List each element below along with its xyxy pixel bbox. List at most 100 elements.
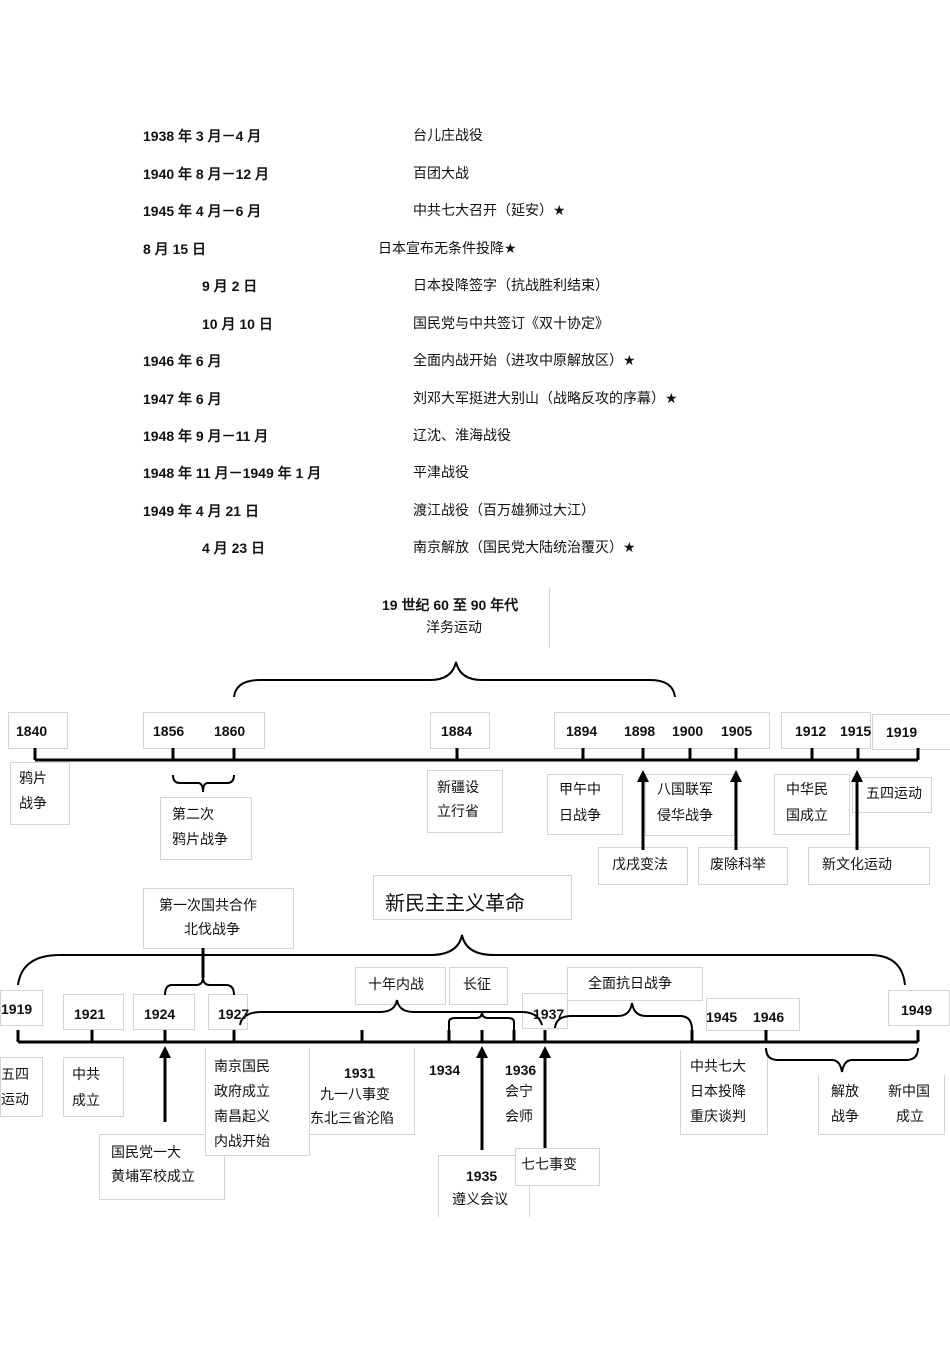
year-box <box>430 712 490 749</box>
year-label: 1949 <box>901 1002 933 1018</box>
event-box <box>547 774 623 835</box>
year-box <box>0 990 43 1026</box>
event-label: 五四 <box>1 1067 29 1083</box>
event-box <box>680 1050 768 1135</box>
event-date: 1946 年 6 月 <box>143 353 222 369</box>
revolution-title: 新民主主义革命 <box>385 891 525 915</box>
event-label: 日本投降 <box>690 1084 746 1100</box>
event-box <box>852 777 932 813</box>
event-box <box>63 1057 124 1117</box>
divider <box>549 588 550 648</box>
year-label: 1921 <box>74 1006 106 1022</box>
year-box <box>554 712 770 749</box>
event-label: 成立 <box>896 1109 924 1125</box>
event-label: 九一八事变 <box>320 1087 390 1103</box>
event-label: 国民党一大 <box>111 1145 181 1161</box>
year-label: 1946 <box>753 1009 785 1025</box>
event-text: 日本宣布无条件投降★ <box>378 241 517 257</box>
event-label: 遵义会议 <box>452 1192 508 1208</box>
event-label: 战争 <box>831 1109 859 1125</box>
year-label: 1936 <box>505 1062 537 1078</box>
year-box <box>522 993 568 1029</box>
event-label: 五四运动 <box>866 786 922 802</box>
event-box <box>438 1155 530 1217</box>
event-box <box>10 762 70 825</box>
year-label: 1934 <box>429 1062 461 1078</box>
event-box <box>808 847 930 885</box>
event-label: 第二次 <box>172 807 214 823</box>
event-box <box>143 888 294 949</box>
event-label: 重庆谈判 <box>690 1109 746 1125</box>
event-box <box>818 1075 945 1135</box>
event-label: 南昌起义 <box>214 1109 270 1125</box>
year-label: 1935 <box>466 1168 498 1184</box>
event-label: 侵华战争 <box>657 808 713 824</box>
year-box <box>872 714 950 750</box>
event-box <box>427 770 503 833</box>
event-date: 1949 年 4 月 21 日 <box>143 503 259 519</box>
year-label: 1927 <box>218 1006 250 1022</box>
event-label: 内战开始 <box>214 1134 270 1150</box>
event-label: 运动 <box>1 1092 29 1108</box>
event-text: 渡江战役（百万雄狮过大江） <box>413 503 595 519</box>
event-label: 新文化运动 <box>822 857 892 873</box>
event-label: 政府成立 <box>214 1084 270 1100</box>
event-label: 成立 <box>72 1093 100 1109</box>
event-box <box>205 1048 310 1156</box>
event-box <box>645 774 735 836</box>
top-period-label: 19 世纪 60 至 90 年代 <box>382 597 519 613</box>
event-text: 全面内战开始（进攻中原解放区）★ <box>413 353 636 369</box>
event-text: 百团大战 <box>413 166 469 182</box>
event-label: 日战争 <box>559 808 601 824</box>
event-text: 国民党与中共签订《双十协定》 <box>413 316 609 332</box>
event-text: 南京解放（国民党大陆统治覆灭）★ <box>413 540 636 556</box>
title-box <box>373 875 572 920</box>
event-label: 长征 <box>463 977 491 993</box>
event-box <box>310 1048 415 1135</box>
top-event-label: 洋务运动 <box>426 620 482 636</box>
year-label: 1919 <box>886 724 918 740</box>
event-label: 第一次国共合作 <box>159 898 257 914</box>
event-label: 战争 <box>19 796 47 812</box>
event-date: 1948 年 11 月－1949 年 1 月 <box>143 465 322 481</box>
event-label: 解放 <box>831 1084 859 1100</box>
event-date: 4 月 23 日 <box>202 540 266 556</box>
event-box <box>0 1057 43 1117</box>
year-label: 1840 <box>16 723 48 739</box>
year-label: 1884 <box>441 723 473 739</box>
event-date: 1940 年 8 月－12 月 <box>143 166 270 182</box>
event-box <box>99 1134 225 1200</box>
year-label: 1898 <box>624 723 656 739</box>
event-label: 会宁 <box>505 1084 533 1100</box>
event-text: 台儿庄战役 <box>413 128 483 144</box>
event-date: 10 月 10 日 <box>202 316 273 332</box>
event-date: 9 月 2 日 <box>202 278 258 294</box>
year-label: 1860 <box>214 723 246 739</box>
year-label: 1919 <box>1 1001 33 1017</box>
event-date: 1947 年 6 月 <box>143 391 222 407</box>
year-label: 1894 <box>566 723 598 739</box>
event-label: 鸦片 <box>19 771 47 787</box>
event-label: 南京国民 <box>214 1059 270 1075</box>
event-box <box>449 967 508 1005</box>
event-label: 中共七大 <box>690 1059 746 1075</box>
event-label: 新疆设 <box>437 780 479 796</box>
event-label: 国成立 <box>786 808 828 824</box>
event-date: 1945 年 4 月－6 月 <box>143 203 262 219</box>
event-text: 中共七大召开（延安）★ <box>413 203 566 219</box>
year-label: 1915 <box>840 723 872 739</box>
year-label: 1900 <box>672 723 704 739</box>
event-label: 黄埔军校成立 <box>111 1169 195 1185</box>
event-label: 全面抗日战争 <box>588 976 672 992</box>
year-label: 1937 <box>533 1006 565 1022</box>
year-label: 1945 <box>706 1009 738 1025</box>
year-box <box>133 994 195 1030</box>
event-label: 立行省 <box>437 804 479 820</box>
year-label: 1912 <box>795 723 827 739</box>
year-box <box>888 990 950 1026</box>
event-date: 1938 年 3 月－4 月 <box>143 128 262 144</box>
event-date: 1948 年 9 月－11 月 <box>143 428 269 444</box>
event-box <box>774 774 850 835</box>
